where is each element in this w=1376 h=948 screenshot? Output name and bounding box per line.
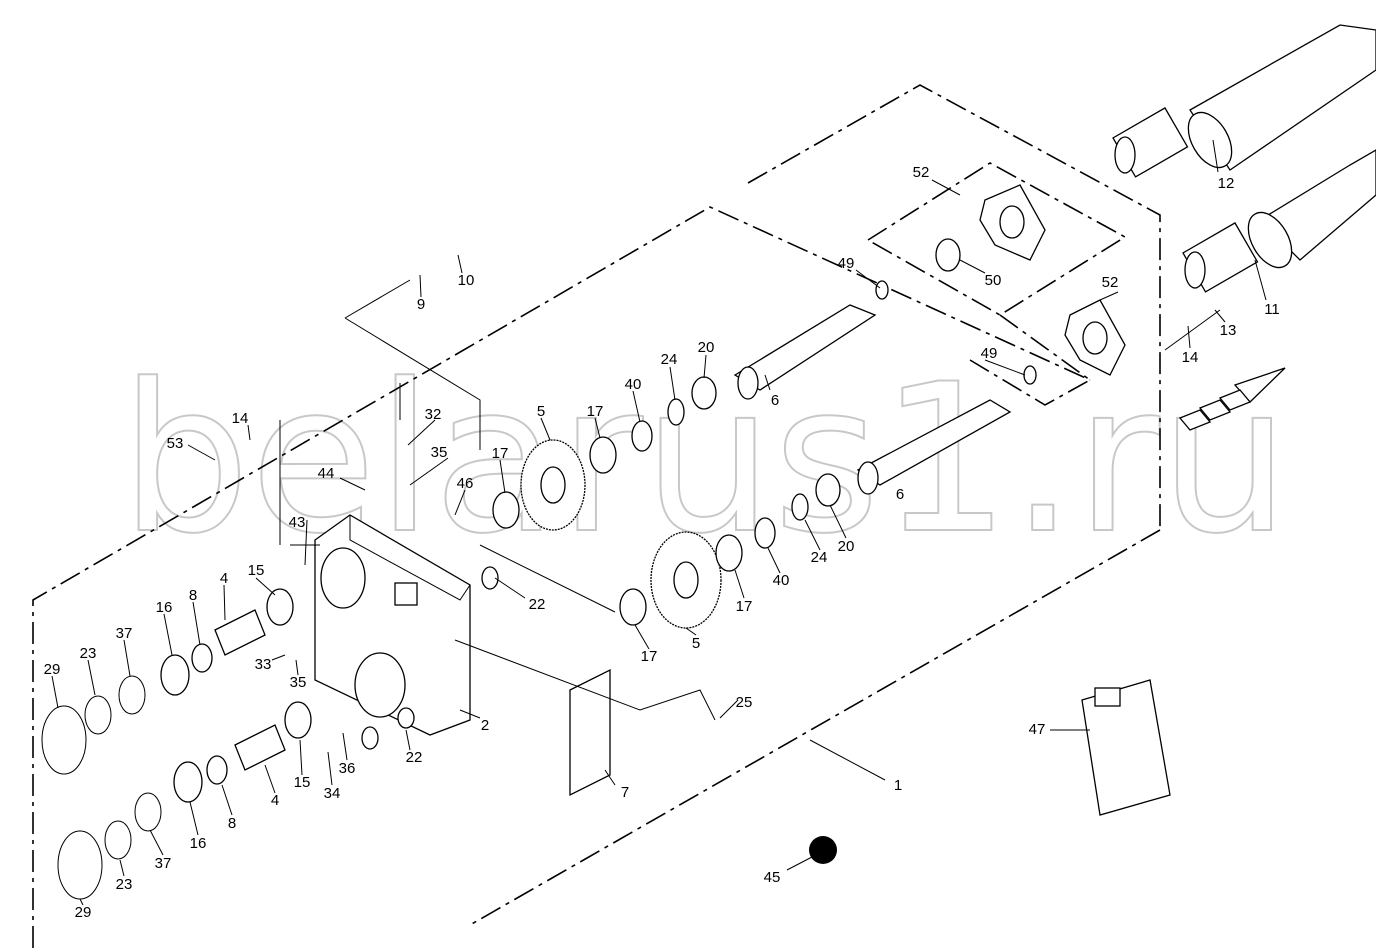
label: 4 bbox=[271, 792, 279, 809]
label: 5 bbox=[537, 403, 545, 420]
label: 24 bbox=[661, 351, 678, 368]
label: 23 bbox=[80, 645, 97, 662]
label: 40 bbox=[625, 376, 642, 393]
assembly-boundaries bbox=[32, 84, 1161, 948]
label: 29 bbox=[75, 904, 92, 921]
label: 22 bbox=[406, 749, 423, 766]
label: 8 bbox=[228, 815, 236, 832]
label: 22 bbox=[529, 596, 546, 613]
label: 52 bbox=[1102, 274, 1119, 291]
label: 32 bbox=[425, 406, 442, 423]
label: 17 bbox=[492, 445, 509, 462]
label: 17 bbox=[587, 403, 604, 420]
ring-49-upper bbox=[875, 280, 889, 300]
gear-5-upper bbox=[520, 439, 586, 531]
flange-52-upper bbox=[979, 184, 1046, 261]
shaft-4 bbox=[191, 609, 286, 785]
label: 44 bbox=[318, 465, 335, 482]
seal-50 bbox=[935, 238, 961, 272]
label: 9 bbox=[417, 296, 425, 313]
label: 36 bbox=[339, 760, 356, 777]
gear-5-lower bbox=[650, 531, 722, 629]
label: 49 bbox=[981, 345, 998, 362]
label: 7 bbox=[621, 784, 629, 801]
label: 17 bbox=[736, 598, 753, 615]
label: 33 bbox=[255, 656, 272, 673]
label: 14 bbox=[1182, 349, 1199, 366]
label: 16 bbox=[156, 599, 173, 616]
cover-7 bbox=[569, 668, 611, 797]
label: 53 bbox=[167, 435, 184, 452]
label: 16 bbox=[190, 835, 207, 852]
shaft-6-upper bbox=[733, 304, 877, 400]
cardan-shaft-12 bbox=[1112, 24, 1376, 178]
label: 6 bbox=[771, 392, 779, 409]
label: 10 bbox=[458, 272, 475, 289]
label: 14 bbox=[232, 410, 249, 427]
label: 20 bbox=[698, 339, 715, 356]
cardan-shaft-11 bbox=[1182, 149, 1376, 293]
label: 47 bbox=[1029, 721, 1046, 738]
label: 24 bbox=[811, 549, 828, 566]
oil-canister-47 bbox=[1081, 679, 1171, 816]
rings bbox=[41, 566, 499, 900]
label: 29 bbox=[44, 661, 61, 678]
ring-49-lower bbox=[1023, 365, 1037, 385]
label: 11 bbox=[1264, 301, 1280, 318]
label: 5 bbox=[692, 635, 700, 652]
label: 12 bbox=[1218, 175, 1235, 192]
shaft-6-lower bbox=[856, 399, 1012, 495]
direction-arrow bbox=[1178, 367, 1286, 431]
label: 15 bbox=[294, 774, 311, 791]
label: 37 bbox=[155, 855, 172, 872]
label: 35 bbox=[290, 674, 307, 691]
label: 34 bbox=[324, 785, 341, 802]
label: 8 bbox=[189, 587, 197, 604]
label: 2 bbox=[481, 717, 489, 734]
label: 23 bbox=[116, 876, 133, 893]
label: 45 bbox=[764, 869, 781, 886]
label: 13 bbox=[1220, 322, 1237, 339]
label: 37 bbox=[116, 625, 133, 642]
label: 49 bbox=[838, 255, 855, 272]
flange-52-lower bbox=[1064, 299, 1126, 376]
label: 46 bbox=[457, 475, 474, 492]
part-labels: 52 12 50 49 52 11 13 14 49 20 24 40 6 5 … bbox=[44, 164, 1280, 921]
label: 35 bbox=[431, 444, 448, 461]
label: 15 bbox=[248, 562, 265, 579]
label: 25 bbox=[736, 694, 753, 711]
label: 6 bbox=[896, 486, 904, 503]
label: 17 bbox=[641, 648, 658, 665]
label: 4 bbox=[220, 570, 228, 587]
label: 43 bbox=[289, 514, 306, 531]
sealant-dot-45 bbox=[809, 836, 837, 864]
housing-2 bbox=[314, 514, 471, 736]
bearings bbox=[160, 376, 841, 803]
label: 20 bbox=[838, 538, 855, 555]
label: 1 bbox=[894, 777, 902, 794]
label: 52 bbox=[913, 164, 930, 181]
label: 40 bbox=[773, 572, 790, 589]
leader-lines bbox=[51, 139, 1267, 906]
label: 50 bbox=[985, 272, 1002, 289]
